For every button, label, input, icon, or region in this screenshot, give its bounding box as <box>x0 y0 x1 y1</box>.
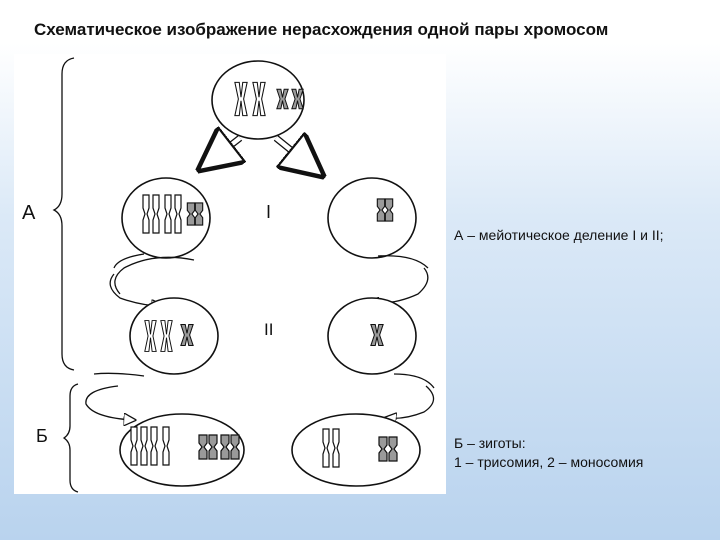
cell-meiosis-1-right <box>327 177 417 259</box>
division-label-2: II <box>264 320 274 339</box>
cell-meiosis-2-left <box>129 297 219 375</box>
caption-b-line1: Б – зиготы: <box>454 435 526 451</box>
stage-label-b: Б <box>36 426 48 446</box>
caption-b-line2: 1 – трисомия, 2 – моносомия <box>454 454 644 470</box>
bracket-b <box>62 383 79 493</box>
diagram-panel: А Б I II <box>14 54 446 494</box>
zygote-monosomy <box>291 413 421 487</box>
bracket-a <box>52 57 75 371</box>
slide-title: Схематическое изображение нерасхождения … <box>34 20 609 39</box>
meiosis-diagram <box>52 57 435 493</box>
caption-a: А – мейотическое деление I и II; <box>454 227 664 243</box>
stage-label-a: А <box>22 202 36 224</box>
cell-meiosis-2-right <box>327 297 417 375</box>
division-label-1: I <box>266 202 272 222</box>
